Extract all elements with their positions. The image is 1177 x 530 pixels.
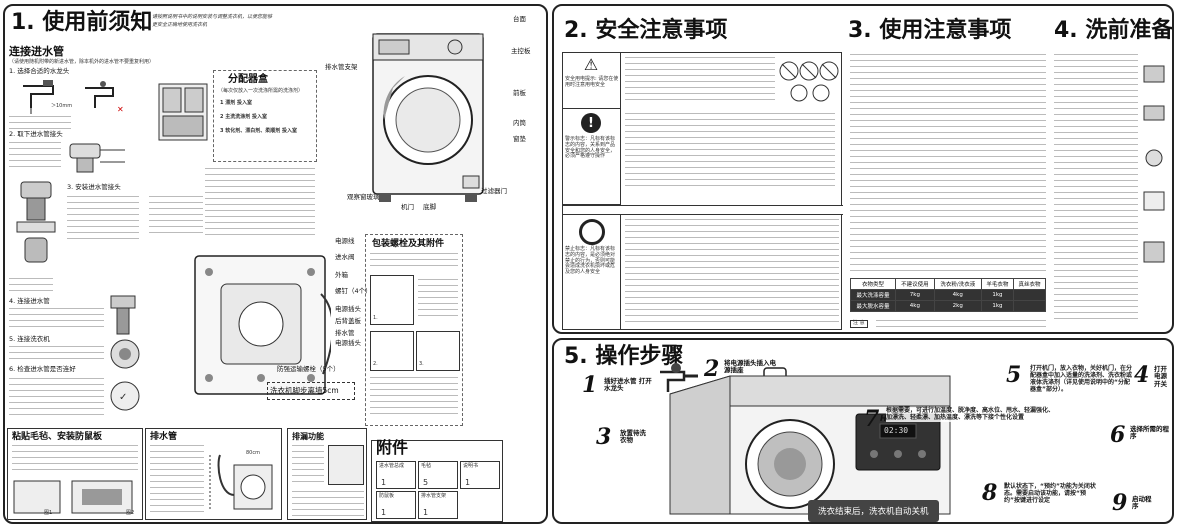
dim-10mm: ＞10mm <box>51 103 73 109</box>
label-drum: 内筒 <box>513 119 526 127</box>
subtitle-line1: 请按照说明书中的说明安装与调整洗衣机，以便您能够 <box>152 14 273 20</box>
faucet-step-icon <box>660 363 698 392</box>
label-screws: 螺钉（4个） <box>335 287 372 295</box>
operation-step-1: 插好进水管 打开水龙头 <box>604 377 652 393</box>
safety-table: ⚠ 安全用电提示: 请您在使用时注意用电安全 ! 警示标志：凡标有该标志的内容，… <box>562 52 843 330</box>
dispenser-notes <box>205 168 315 240</box>
svg-text:✕: ✕ <box>117 105 124 114</box>
step-number-9: 9 <box>1112 490 1128 516</box>
title-operation: 5. 操作步骤 <box>564 344 684 369</box>
operation-step-9: 启动程序 <box>1132 495 1152 511</box>
label-door-seal: 窗垫 <box>513 135 526 143</box>
operation-step-5: 打开机门，放入衣物，关好机门，在分配器盒中加入适量的洗涤剂、洗衣粉或液体洗涤剂（… <box>1030 365 1133 393</box>
operation-step-4: 打开电源开关 <box>1154 365 1167 388</box>
box-glue-felt: 粘贴毛毡、安装防鼠板 图1 图2 <box>7 428 143 520</box>
panel-operation-steps: 5. 操作步骤 1 插好进水管 打开水龙头 2 将电源插头插入电源插座 3 放置… <box>552 338 1174 524</box>
label-top: 台面 <box>513 15 526 23</box>
connect-hose-illustration <box>110 295 136 335</box>
label-drain-hook: 排水管支架 <box>325 63 358 71</box>
label-outer-case: 外箱 <box>335 271 348 279</box>
label-inlet-valve: 进水阀 <box>335 253 355 261</box>
attachment-felt: 毛毡 5 <box>418 461 458 489</box>
attachment-manual: 说明书 1 <box>460 461 500 489</box>
step-number-2: 2 <box>704 356 720 382</box>
subtitle-line2: 更安全正确地使用洗衣机 <box>152 22 208 28</box>
title-preparation: 4. 洗前准备 <box>1054 18 1174 43</box>
step-4: 4. 连接进水管 <box>9 297 50 305</box>
step-box-3: 3. <box>416 331 460 371</box>
step-2: 2. 取下进水管接头 <box>9 130 63 138</box>
note-tag: 注 意 <box>850 320 868 328</box>
attachment-hose-bracket: 排水管支架 1 <box>418 491 458 519</box>
step-number-8: 8 <box>982 480 998 506</box>
check-hose-illustration: ✓ <box>110 381 140 411</box>
label-power-plug: 电源插头 <box>335 305 361 313</box>
svg-text:✓: ✓ <box>119 392 127 403</box>
step-5: 5. 连接洗衣机 <box>9 335 50 343</box>
label-drain-pipe: 排水管 <box>335 329 355 337</box>
washer-front-illustration <box>372 33 484 202</box>
attachment-mouse-guard: 防鼠板 1 <box>376 491 416 519</box>
label-front-panel: 前板 <box>513 89 526 97</box>
step-number-5: 5 <box>1006 362 1022 388</box>
step-number-6: 6 <box>1110 422 1126 448</box>
step-number-1: 1 <box>582 372 598 398</box>
label-back-cover: 后背盖板 <box>335 317 361 325</box>
box-packing-bolts: 包装螺栓及其附件 1. 2. 3. <box>365 234 463 426</box>
operation-step-2: 将电源插头插入电源插座 <box>724 359 776 375</box>
label-window: 观察窗玻璃 <box>347 193 380 201</box>
box-attachments: 附件 进水管总成 1 毛毡 5 说明书 1 防鼠板 1 排水管支架 1 <box>371 438 503 522</box>
step-box-2: 2. <box>370 331 414 371</box>
electric-warning-icon: ⚠ <box>583 54 599 74</box>
panel-before-use: 1. 使用前须知 请按照说明书中的说明安装与调整洗衣机，以便您能够 更安全正确地… <box>3 4 548 524</box>
prep-notes <box>1054 54 1138 324</box>
operation-step-7: 根据需要，可进行加温度、脱净度、高水位、甩水、轻漏强化、加漂洗、轻柔漂、加热温度… <box>886 407 1056 422</box>
section-inlet: 连接进水管 <box>9 45 64 58</box>
box-drain-hose: 排水管 80cm <box>145 428 282 520</box>
page-title-before-use: 1. 使用前须知 <box>11 10 153 35</box>
inlet-joint-illustration <box>69 143 125 173</box>
connect-machine-illustration <box>110 339 140 369</box>
label-plug: 电源插头 <box>335 339 361 347</box>
safety-icons-row <box>779 61 839 102</box>
step-3: 3. 安装进水管接头 <box>67 183 121 191</box>
usage-notes <box>850 54 1046 274</box>
dispenser-illustration <box>158 83 208 141</box>
caution-icon: ! <box>581 113 601 133</box>
label-control: 主控板 <box>511 47 531 55</box>
felt-illustration <box>13 480 133 514</box>
finish-message: 洗衣结束后，洗衣机自动关机 <box>808 500 939 522</box>
box-clearance: 洗衣机脚步离墙5cm <box>267 382 355 400</box>
step-1: 1. 选择合适的水龙头 <box>9 67 70 75</box>
prep-icons <box>1143 65 1165 263</box>
title-usage: 3. 使用注意事项 <box>848 18 1012 43</box>
title-safety: 2. 安全注意事项 <box>564 18 728 43</box>
box-dispenser: 分配器盒 （每次仅放入一次洗涤所需的洗涤剂） 1 漂剂 投入室 2 主洗洗涤剂 … <box>213 70 317 162</box>
joint-assembly-illustration <box>16 181 56 263</box>
inlet-note: （请使用随机附带的新进水管，除本机外的进水管不要重复利用） <box>9 59 155 65</box>
washer-back-illustration <box>194 255 331 395</box>
operation-step-8: 默认状态下，“预约”功能为关闭状态。需要启动该功能，请按“预约”按键进行设定 <box>1004 483 1096 504</box>
label-machine-door: 机门 <box>401 203 414 211</box>
attachment-inlet-hose: 进水管总成 1 <box>376 461 416 489</box>
label-foot: 底脚 <box>423 203 436 211</box>
operation-step-3: 放置待洗衣物 <box>620 429 646 445</box>
step-box-1: 1. <box>370 275 414 325</box>
drain-hose-illustration <box>209 454 273 510</box>
step-number-3: 3 <box>596 424 612 450</box>
label-transport-bolts: 防强运输螺栓（5个） <box>277 365 340 373</box>
label-power-cord: 电源线 <box>335 237 355 245</box>
step-6: 6. 检查进水管是否连好 <box>9 365 76 373</box>
label-filter: 过滤器门 <box>481 187 507 195</box>
display-readout: 02:30 <box>884 426 909 435</box>
operation-step-6: 选择所需的程序 <box>1130 425 1169 441</box>
prohibition-icon <box>579 219 605 245</box>
step-number-4: 4 <box>1134 362 1150 388</box>
washer-operation-illustration <box>669 375 951 515</box>
panel-safety-usage-prep: 2. 安全注意事项 3. 使用注意事项 4. 洗前准备 ⚠ 安全用电提示: 请您… <box>552 4 1174 334</box>
faucet-illustration: ✕ <box>23 80 124 114</box>
step-number-7: 7 <box>864 406 880 432</box>
box-debris: 排漏功能 <box>287 428 367 520</box>
